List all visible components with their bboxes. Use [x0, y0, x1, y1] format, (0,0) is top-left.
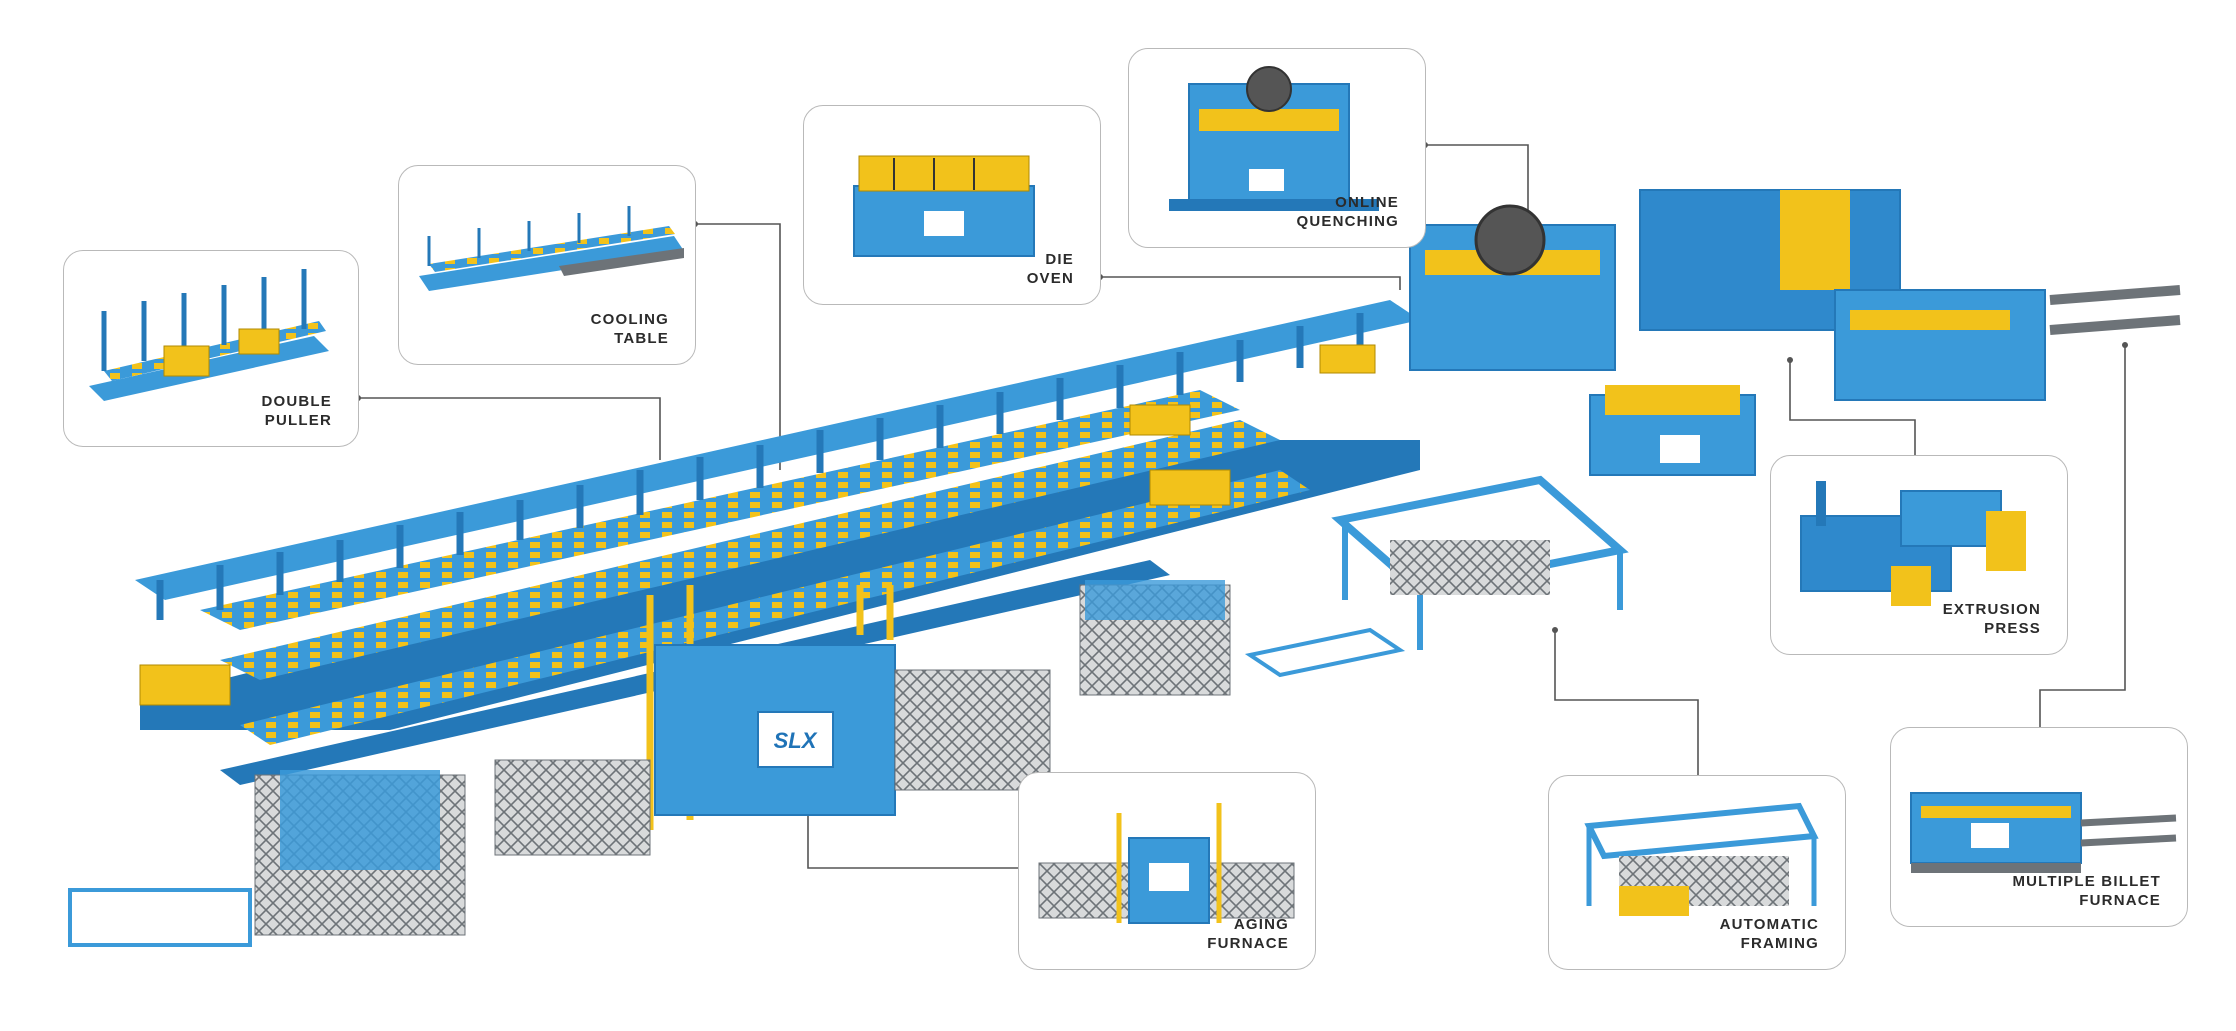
connector-aging: [807, 800, 1018, 869]
slx-logo-main: SLX: [774, 728, 818, 753]
aging-furnace-icon: [1038, 803, 1295, 924]
framing-gantry-main: [1079, 475, 1629, 696]
connector-cooling-table: [695, 223, 781, 470]
quenching-unit-icon: [1169, 66, 1379, 211]
connector-framing: [1554, 630, 1699, 775]
cooling-bed-posts: [156, 313, 1364, 620]
cooling-table-icon: [419, 206, 684, 291]
framing-gantry-icon: [1584, 802, 1819, 916]
aging-furnace-main: SLX: [68, 644, 1051, 947]
puller-carriages: [139, 344, 1376, 706]
connector-double-puller: [358, 397, 661, 460]
die-oven-icon: [853, 155, 1035, 257]
connector-billet-furnace: [2039, 345, 2126, 728]
connector-online-quenching: [1425, 144, 1529, 215]
billet-furnace-icon: [1910, 792, 2177, 873]
upstream-equipment: [1409, 189, 2181, 476]
extrusion-press-icon: [1800, 481, 2026, 606]
connector-extrusion-press: [1789, 360, 1916, 455]
double-puller-icon: [89, 269, 329, 401]
connector-die-oven: [1100, 276, 1401, 290]
